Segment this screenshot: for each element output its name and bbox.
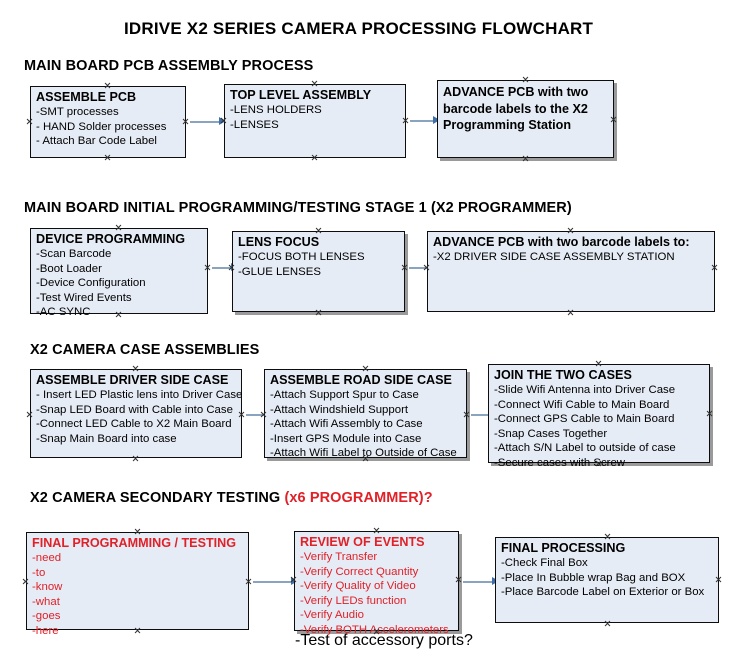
- node-advance-pcb-programming-station[interactable]: ADVANCE PCB with two barcode labels to t…: [437, 80, 614, 158]
- node-title: FINAL PROCESSING: [501, 541, 626, 555]
- node-line: -Snap Main Board into case: [36, 432, 177, 445]
- node-line: -Verify LEDs function: [300, 594, 407, 607]
- node-final-programming-testing[interactable]: FINAL PROGRAMMING / TESTING -need -to -k…: [26, 532, 249, 637]
- node-line: -Place In Bubble wrap Bag and BOX: [501, 571, 686, 584]
- node-device-programming[interactable]: DEVICE PROGRAMMING -Scan Barcode -Boot L…: [30, 228, 208, 318]
- node-line: -Secure cases with Screw: [494, 456, 626, 469]
- node-line: -goes: [32, 610, 61, 623]
- node-title: JOIN THE TWO CASES: [494, 368, 632, 382]
- connector-arrow: [410, 115, 440, 126]
- node-line: -Verify Correct Quantity: [300, 565, 419, 578]
- node-line: -Scan Barcode: [36, 248, 112, 260]
- node-join-the-two-cases[interactable]: JOIN THE TWO CASES -Slide Wifi Antenna i…: [488, 364, 710, 469]
- connector-arrow: [190, 116, 226, 127]
- node-line: -Attach Windshield Support: [270, 403, 409, 416]
- node-line: -Attach S/N Label to outside of case: [494, 442, 676, 455]
- section-heading-accent: (x6 PROGRAMMER)?: [284, 490, 433, 506]
- node-title: ASSEMBLE PCB: [36, 90, 137, 104]
- node-line: -FOCUS BOTH LENSES: [238, 251, 365, 263]
- node-line: -Attach Support Spur to Case: [270, 389, 419, 401]
- node-line: -AC SYNC: [36, 306, 91, 319]
- node-line: -GLUE LENSES: [238, 265, 321, 278]
- node-top-level-assembly[interactable]: TOP LEVEL ASSEMBLY -LENS HOLDERS -LENSES: [224, 84, 406, 158]
- node-line: -Place Barcode Label on Exterior or Box: [501, 586, 705, 599]
- node-line: -what: [32, 595, 60, 608]
- node-assemble-driver-side-case[interactable]: ASSEMBLE DRIVER SIDE CASE - Insert LED P…: [30, 369, 242, 458]
- node-line: -LENS HOLDERS: [230, 104, 322, 116]
- node-line: -Connect LED Cable to X2 Main Board: [36, 418, 232, 431]
- node-line: -Connect Wifi Cable to Main Board: [494, 398, 670, 411]
- node-title: ASSEMBLE DRIVER SIDE CASE: [36, 373, 229, 387]
- node-line: -Slide Wifi Antenna into Driver Case: [494, 384, 676, 396]
- section-heading-initial-programming: MAIN BOARD INITIAL PROGRAMMING/TESTING S…: [24, 200, 572, 216]
- node-assemble-road-side-case[interactable]: ASSEMBLE ROAD SIDE CASE -Attach Support …: [264, 369, 467, 460]
- node-line: -Test Wired Events: [36, 291, 132, 304]
- node-line: -Verify Audio: [300, 609, 364, 622]
- section-heading-text: X2 CAMERA CASE ASSEMBLIES: [30, 342, 260, 358]
- node-assemble-pcb[interactable]: ASSEMBLE PCB -SMT processes - HAND Solde…: [30, 86, 186, 158]
- node-title: LENS FOCUS: [238, 235, 320, 249]
- node-title: FINAL PROGRAMMING / TESTING: [32, 536, 237, 550]
- node-advance-pcb-driver-side-station[interactable]: ADVANCE PCB with two barcode labels to: …: [427, 231, 715, 312]
- page-title: IDRIVE X2 SERIES CAMERA PROCESSING FLOWC…: [124, 19, 594, 38]
- section-heading-pcb-assembly: MAIN BOARD PCB ASSEMBLY PROCESS: [24, 58, 313, 74]
- node-review-of-events[interactable]: REVIEW OF EVENTS -Verify Transfer -Verif…: [294, 531, 459, 636]
- connector-arrow: [463, 576, 499, 587]
- section-heading-secondary-testing: X2 CAMERA SECONDARY TESTING (x6 PROGRAMM…: [30, 490, 433, 506]
- connector-arrow: [253, 576, 298, 587]
- node-title: ADVANCE PCB with two barcode labels to:: [433, 235, 690, 249]
- node-title: DEVICE PROGRAMMING: [36, 232, 186, 246]
- node-line: -know: [32, 581, 63, 594]
- node-lens-focus[interactable]: LENS FOCUS -FOCUS BOTH LENSES -GLUE LENS…: [232, 231, 405, 312]
- node-line: -Verify Quality of Video: [300, 580, 416, 593]
- section-heading-text: X2 CAMERA SECONDARY TESTING: [30, 490, 285, 506]
- node-line: -Attach Wifi Assembly to Case: [270, 418, 423, 431]
- node-line: -Snap Cases Together: [494, 427, 608, 440]
- node-title: ASSEMBLE ROAD SIDE CASE: [270, 373, 452, 387]
- node-line: -Boot Loader: [36, 262, 102, 275]
- node-title: REVIEW OF EVENTS: [300, 535, 425, 549]
- node-final-processing[interactable]: FINAL PROCESSING -Check Final Box -Place…: [495, 537, 719, 623]
- node-title: TOP LEVEL ASSEMBLY: [230, 88, 372, 102]
- node-line: -Connect GPS Cable to Main Board: [494, 413, 675, 426]
- node-line: -Check Final Box: [501, 557, 588, 569]
- node-line: -Verify BOTH Accelerometers: [300, 623, 449, 636]
- node-line: - HAND Solder processes: [36, 120, 167, 133]
- section-heading-text: MAIN BOARD INITIAL PROGRAMMING/TESTING S…: [24, 200, 572, 216]
- node-title: ADVANCE PCB with two barcode labels to t…: [443, 85, 589, 132]
- node-line: -SMT processes: [36, 106, 119, 118]
- node-line: -Insert GPS Module into Case: [270, 432, 422, 445]
- node-line: -LENSES: [230, 118, 279, 131]
- node-line: -Verify Transfer: [300, 551, 378, 563]
- section-heading-case-assemblies: X2 CAMERA CASE ASSEMBLIES: [30, 342, 259, 358]
- node-line: -Device Configuration: [36, 277, 146, 290]
- node-overflow-line: -Test of accessory ports?: [295, 632, 473, 649]
- node-line: -here: [32, 624, 59, 637]
- node-line: -to: [32, 566, 46, 579]
- node-line: -Snap LED Board with Cable into Case: [36, 403, 233, 416]
- node-line: - Attach Bar Code Label: [36, 135, 157, 148]
- node-line: - Insert LED Plastic lens into Driver Ca…: [36, 389, 243, 401]
- node-line: -need: [32, 552, 62, 564]
- node-line: -Attach Wifi Label to Outside of Case: [270, 447, 457, 460]
- section-heading-text: MAIN BOARD PCB ASSEMBLY PROCESS: [24, 58, 314, 74]
- node-line: -X2 DRIVER SIDE CASE ASSEMBLY STATION: [433, 251, 675, 263]
